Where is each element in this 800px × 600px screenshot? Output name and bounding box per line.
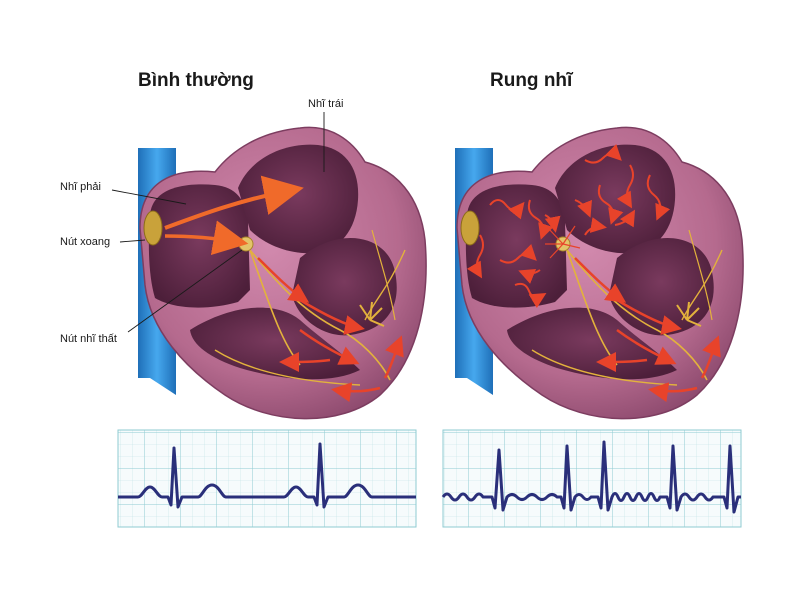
afib-ecg-trace xyxy=(441,440,741,514)
normal-ecg-trace xyxy=(118,442,416,509)
afib-left-atrium-chamber xyxy=(555,144,676,254)
normal-heart xyxy=(138,126,427,420)
afib-heart xyxy=(455,126,744,420)
left-atrium-label: Nhĩ trái xyxy=(308,98,344,110)
afib-ecg-strip xyxy=(441,429,742,528)
normal-av-node xyxy=(238,236,254,252)
afib-sinus-node xyxy=(460,210,480,246)
sinus-node-label: Nút xoang xyxy=(60,236,111,248)
afib-panel-title: Rung nhĩ xyxy=(490,70,573,91)
normal-sinus-node xyxy=(143,210,163,246)
normal-panel-title: Bình thường xyxy=(138,70,254,91)
av-node-label: Nút nhĩ thất xyxy=(60,333,117,345)
normal-ecg-strip xyxy=(117,429,417,528)
callout-lines xyxy=(111,112,325,333)
afib-right-atrium-chamber xyxy=(465,184,567,308)
right-atrium-label: Nhĩ phải xyxy=(60,181,101,193)
normal-right-atrium-chamber xyxy=(148,184,250,308)
